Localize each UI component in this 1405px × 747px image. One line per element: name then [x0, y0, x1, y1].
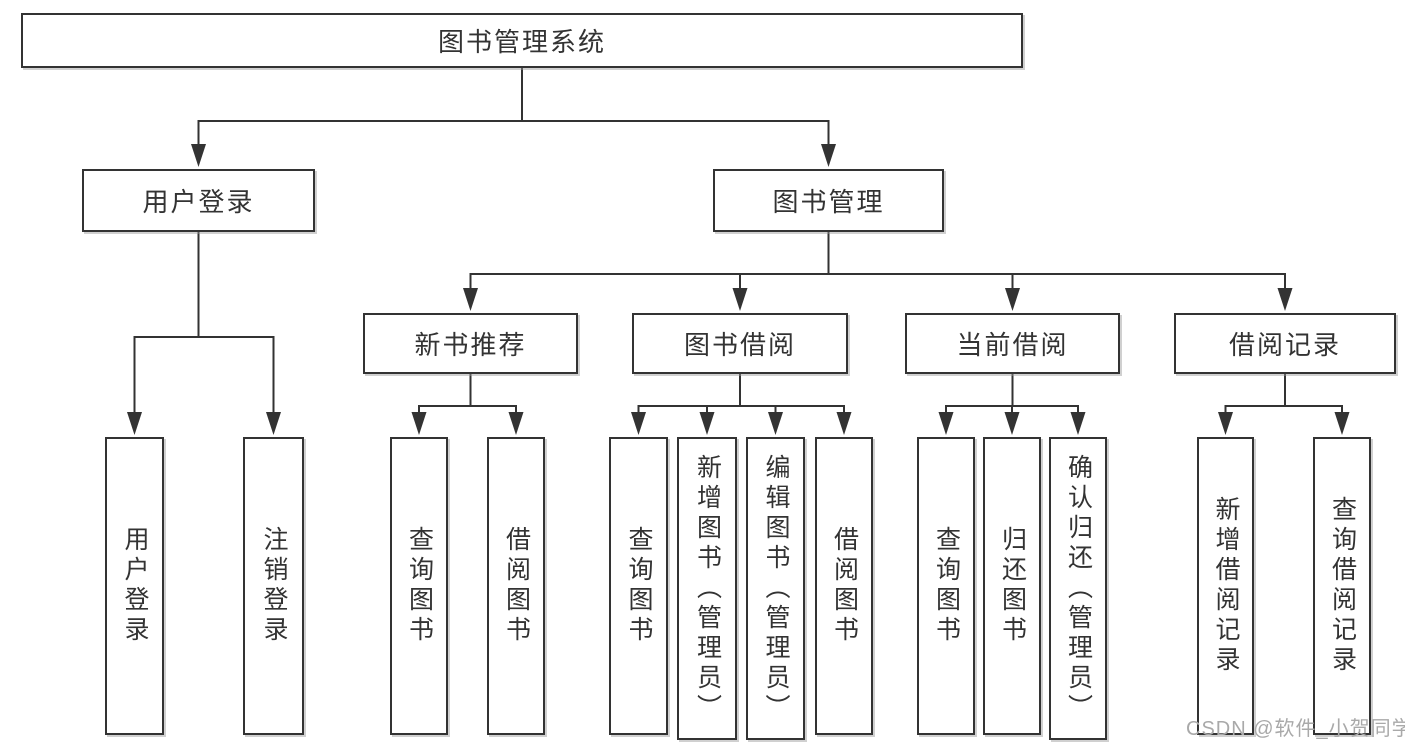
- node-label-cb-return-books: 归还图书: [998, 526, 1027, 646]
- node-cb-return-books: 归还图书: [983, 437, 1041, 735]
- node-label-user-login: 用户登录: [121, 526, 149, 646]
- node-bb-add-books: 新增图书（管理员）: [677, 437, 737, 740]
- node-label-nb-query-books: 查询图书: [405, 526, 434, 646]
- node-current-borrow: 当前借阅: [905, 313, 1120, 374]
- node-book-borrow: 图书借阅: [632, 313, 848, 374]
- node-label-bb-edit-books: 编辑图书（管理员）: [762, 453, 790, 724]
- node-label-book-mgmt: 图书管理: [772, 187, 885, 217]
- node-br-query-record: 查询借阅记录: [1313, 437, 1371, 735]
- node-label-current-borrow: 当前借阅: [956, 330, 1069, 360]
- node-label-book-borrow: 图书借阅: [683, 330, 796, 360]
- node-root: 图书管理系统: [21, 13, 1023, 68]
- node-bb-query-books: 查询图书: [609, 437, 668, 735]
- node-cb-confirm-return: 确认归还（管理员）: [1049, 437, 1107, 740]
- node-label-logout: 注销登录: [260, 526, 288, 646]
- node-label-cb-confirm-return: 确认归还（管理员）: [1064, 453, 1093, 724]
- node-logout: 注销登录: [243, 437, 304, 735]
- node-label-nb-borrow-books: 借阅图书: [502, 526, 531, 646]
- node-label-user-login-group: 用户登录: [142, 187, 255, 217]
- node-br-add-record: 新增借阅记录: [1197, 437, 1254, 735]
- node-label-root: 图书管理系统: [437, 27, 606, 57]
- node-user-login-group: 用户登录: [82, 169, 315, 232]
- watermark: CSDN @软件_小贺同学: [1186, 718, 1405, 740]
- node-label-br-query-record: 查询借阅记录: [1328, 496, 1357, 676]
- node-label-br-add-record: 新增借阅记录: [1212, 496, 1240, 676]
- node-nb-borrow-books: 借阅图书: [487, 437, 545, 735]
- node-cb-query-books: 查询图书: [917, 437, 975, 735]
- node-label-bb-borrow-books: 借阅图书: [830, 526, 859, 646]
- node-nb-query-books: 查询图书: [390, 437, 448, 735]
- node-borrow-records: 借阅记录: [1174, 313, 1396, 374]
- node-book-mgmt: 图书管理: [713, 169, 944, 232]
- node-label-cb-query-books: 查询图书: [932, 526, 961, 646]
- node-label-bb-query-books: 查询图书: [625, 526, 653, 646]
- node-bb-borrow-books: 借阅图书: [815, 437, 873, 735]
- node-label-bb-add-books: 新增图书（管理员）: [693, 453, 722, 724]
- node-bb-edit-books: 编辑图书（管理员）: [746, 437, 805, 740]
- node-new-book-rec: 新书推荐: [363, 313, 578, 374]
- node-label-borrow-records: 借阅记录: [1228, 330, 1341, 360]
- node-user-login: 用户登录: [105, 437, 164, 735]
- node-label-new-book-rec: 新书推荐: [414, 330, 527, 360]
